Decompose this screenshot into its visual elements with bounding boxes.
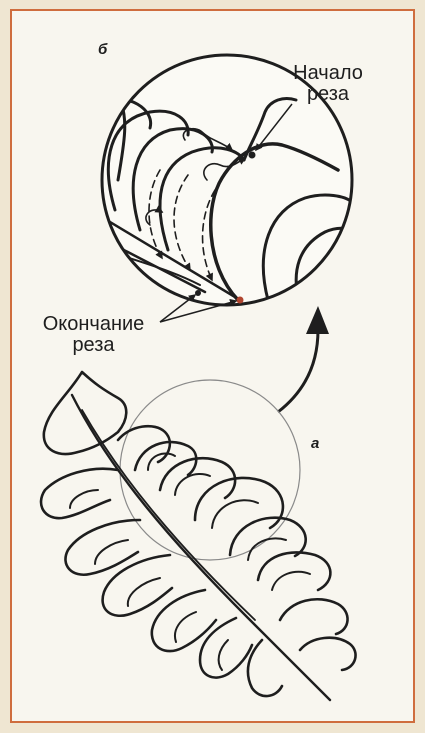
cut-end-line1: Окончание [26, 314, 161, 335]
curved-up-arrow-icon [278, 306, 329, 412]
lobe-r2 [135, 442, 196, 475]
lobe-r4 [195, 478, 283, 528]
cut-end-leader-2 [160, 295, 195, 322]
top-leaf [44, 372, 126, 454]
panel-a-label: а [311, 436, 319, 452]
lobe-r5 [230, 518, 306, 556]
scroll-l4 [175, 612, 196, 642]
cut-end-leader-1 [160, 301, 236, 322]
scroll-r1 [148, 454, 175, 470]
scroll-l5 [219, 640, 228, 670]
cut-end-line2: реза [26, 335, 161, 356]
cut-end-point [237, 297, 244, 304]
cut-end-caption: Окончание реза [26, 314, 161, 356]
cut-start-point [249, 152, 256, 159]
lobe-r8 [300, 638, 356, 670]
feather-ornament [41, 372, 356, 700]
cut-start-line1: Начало [283, 63, 373, 84]
lobe-r7 [280, 599, 348, 634]
lobe-l5 [200, 618, 252, 678]
lobe-l1 [41, 469, 118, 518]
lobe-l3 [103, 555, 172, 616]
cut-start-line2: реза [283, 84, 373, 105]
scroll-r5 [272, 572, 310, 590]
lobe-r3 [160, 458, 235, 498]
cut-start-caption: Начало реза [283, 63, 373, 105]
cut-end-point-2 [195, 290, 201, 296]
panel-b-label: б [98, 42, 107, 58]
